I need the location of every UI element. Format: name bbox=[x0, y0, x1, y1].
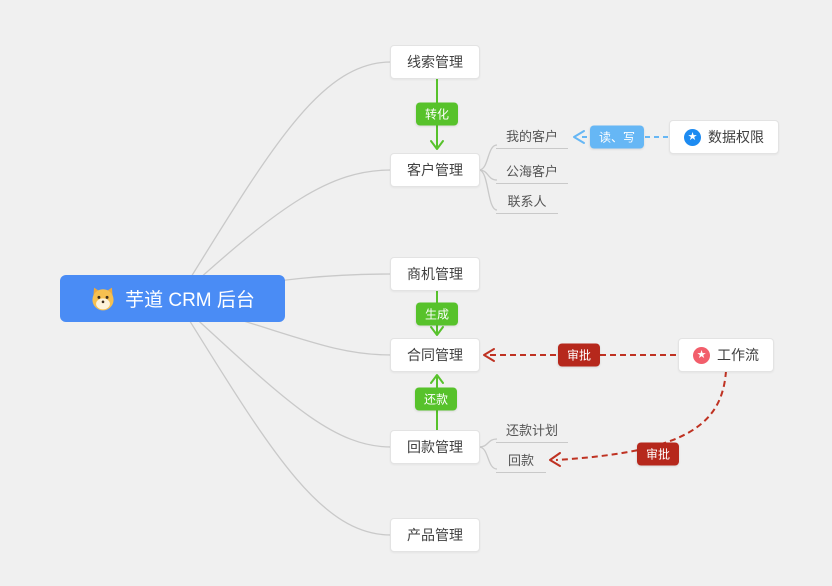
subitem-label: 联系人 bbox=[507, 194, 547, 209]
node-label: 回款管理 bbox=[407, 439, 463, 455]
node-label: 线索管理 bbox=[407, 54, 463, 70]
subitem-contacts: 联系人 bbox=[496, 187, 558, 214]
approve-receivable-arrow bbox=[549, 370, 727, 467]
node-product-management: 产品管理 bbox=[390, 518, 480, 552]
edge-label-convert: 转化 bbox=[415, 102, 459, 126]
edge-label-repay: 还款 bbox=[414, 387, 458, 411]
node-lead-management: 线索管理 bbox=[390, 45, 480, 79]
node-label: 客户管理 bbox=[407, 162, 463, 178]
workflow-star-icon: ★ bbox=[693, 346, 710, 364]
subitem-public-pool-customers: 公海客户 bbox=[496, 157, 568, 184]
subitem-my-customers: 我的客户 bbox=[496, 122, 568, 149]
edge-label-approve-contract: 审批 bbox=[557, 343, 601, 367]
node-label: 工作流 bbox=[717, 347, 759, 363]
node-customer-management: 客户管理 bbox=[390, 153, 480, 187]
node-opportunity-management: 商机管理 bbox=[390, 257, 480, 291]
dog-logo-icon bbox=[90, 286, 116, 312]
edge-label-read-write: 读、写 bbox=[589, 125, 645, 149]
node-label: 商机管理 bbox=[407, 266, 463, 282]
subitem-branch-lines bbox=[478, 144, 498, 470]
subitem-label: 还款计划 bbox=[505, 423, 558, 438]
root-node-crm-admin: 芋道 CRM 后台 bbox=[60, 275, 285, 322]
edge-label-approve-receivable: 审批 bbox=[636, 442, 680, 466]
subitem-label: 我的客户 bbox=[505, 129, 558, 144]
node-workflow: ★ 工作流 bbox=[678, 338, 774, 372]
subitem-label: 回款 bbox=[507, 453, 534, 468]
node-contract-management: 合同管理 bbox=[390, 338, 480, 372]
edge-label-generate: 生成 bbox=[415, 302, 459, 326]
node-label: 合同管理 bbox=[407, 347, 463, 363]
data-permission-star-icon: ★ bbox=[684, 128, 701, 146]
subitem-receivables: 回款 bbox=[496, 446, 546, 473]
node-data-permission: ★ 数据权限 bbox=[669, 120, 779, 154]
node-label: 数据权限 bbox=[708, 129, 764, 145]
subitem-repayment-plan: 还款计划 bbox=[496, 416, 568, 443]
node-receivable-management: 回款管理 bbox=[390, 430, 480, 464]
subitem-label: 公海客户 bbox=[505, 164, 558, 179]
root-node-label: 芋道 CRM 后台 bbox=[125, 290, 255, 311]
node-label: 产品管理 bbox=[407, 527, 463, 543]
